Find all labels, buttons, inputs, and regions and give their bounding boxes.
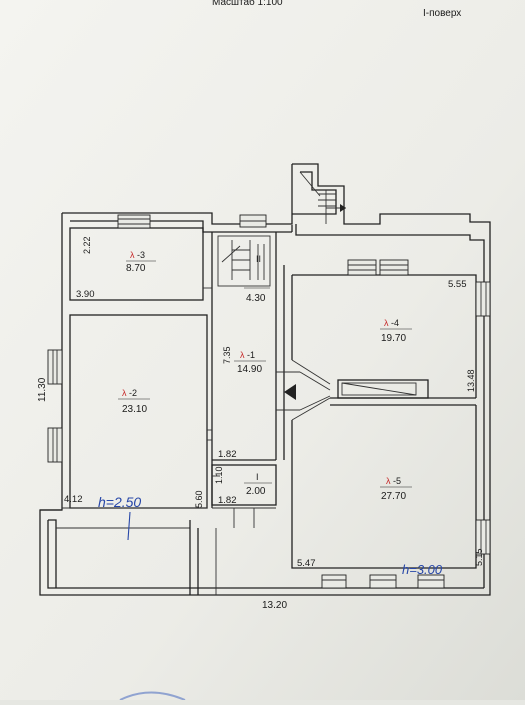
room-number: -2 [129, 388, 137, 398]
dim-1-82-top: 1.82 [218, 449, 237, 460]
dim-5-60: 5.60 [194, 490, 204, 508]
room-number: I [256, 472, 259, 482]
floor-label: I-поверх [423, 8, 461, 19]
room-number: -1 [247, 350, 255, 360]
dim-1-10: 1.10 [214, 466, 224, 484]
room-label-5: λ -5 27.70 [380, 476, 412, 502]
room-area: 4.30 [246, 293, 266, 304]
room-label-1: λ -1 14.90 [234, 350, 266, 375]
windows [47, 214, 491, 589]
ink-stroke [127, 511, 131, 541]
seal-fragment-icon [119, 691, 186, 701]
room-prefix: λ [122, 388, 127, 398]
room-label-II: II 4.30 [244, 254, 270, 304]
doors [203, 287, 220, 477]
room-area: 27.70 [381, 491, 406, 502]
room-area: 14.90 [237, 364, 262, 375]
dim-5-55: 5.55 [448, 279, 467, 290]
left-wing [40, 509, 217, 595]
stair-tower [291, 164, 346, 224]
room-label-4: λ -4 19.70 [380, 318, 412, 344]
room-label-I: I 2.00 [244, 472, 272, 497]
dim-13-48: 13.48 [466, 369, 476, 392]
room-label-2: λ -2 23.10 [118, 388, 150, 415]
room-number: -3 [137, 250, 145, 260]
dim-5-47: 5.47 [297, 558, 316, 569]
room-area: 23.10 [122, 404, 147, 415]
room-number: II [256, 254, 261, 264]
dim-2-22: 2.22 [82, 236, 92, 254]
room-number: -5 [393, 476, 401, 486]
dim-1-82-bottom: 1.82 [218, 495, 237, 506]
room-prefix: λ [240, 350, 245, 360]
room-area: 2.00 [246, 486, 266, 497]
dim-13-20: 13.20 [262, 600, 287, 611]
height-note-left: h=2.50 [98, 494, 141, 510]
corridor-walls [211, 232, 285, 528]
room-prefix: λ [386, 476, 391, 486]
room-label-3: λ -3 8.70 [126, 250, 156, 274]
stair-ii [217, 235, 271, 287]
dimension-labels: 2.22 3.90 11.30 7.35 4.12 5.60 1.82 1.10… [37, 236, 484, 611]
room-prefix: λ [384, 318, 389, 328]
room-number: -4 [391, 318, 399, 328]
height-note-right: h=3.00 [402, 562, 443, 577]
dim-7-35: 7.35 [222, 346, 232, 364]
dim-11-30: 11.30 [37, 377, 48, 402]
dim-3-90: 3.90 [76, 289, 95, 300]
room-prefix: λ [130, 250, 135, 260]
dim-5-15: 5.15 [474, 548, 484, 566]
room-area: 19.70 [381, 333, 406, 344]
scale-label: Масштаб 1:100 [212, 0, 283, 8]
room-area: 8.70 [126, 263, 146, 274]
dim-4-12: 4.12 [64, 494, 83, 505]
